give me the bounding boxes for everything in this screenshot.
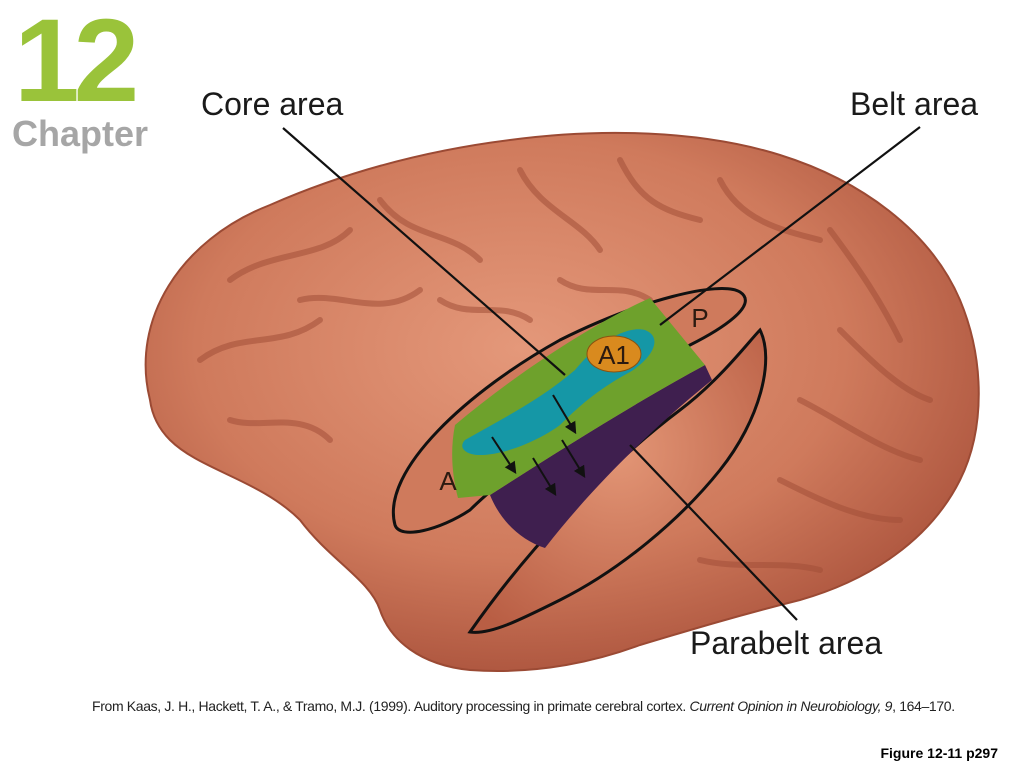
anterior-label: A [439, 466, 457, 496]
core-leader-line [282, 127, 566, 376]
core-area-label: Core area [201, 86, 344, 122]
parabelt-area-label: Parabelt area [690, 625, 883, 661]
chapter-label: Chapter [12, 113, 149, 154]
figure-reference: Figure 12-11 p297 [880, 745, 998, 761]
parabelt-region [490, 365, 712, 548]
a1-region [586, 335, 642, 373]
arrow-1 [552, 394, 577, 435]
parabelt-leader-line [629, 444, 798, 621]
a1-label: A1 [598, 340, 630, 370]
citation-journal: Current Opinion in Neurobiology, 9 [689, 698, 893, 714]
processing-arrows [491, 394, 586, 497]
brain-folds [197, 157, 933, 573]
citation: From Kaas, J. H., Hackett, T. A., & Tram… [92, 697, 955, 715]
chapter-number: 12 [14, 0, 139, 127]
arrow-4 [561, 439, 586, 479]
belt-leader-line [659, 126, 921, 326]
arrow-2 [491, 436, 517, 475]
citation-pages: , 164–170. [892, 698, 955, 714]
arrow-3 [532, 457, 557, 497]
leader-lines [282, 126, 921, 621]
brain-diagram: A1 A P [144, 126, 980, 672]
citation-text: From Kaas, J. H., Hackett, T. A., & Tram… [92, 698, 690, 714]
posterior-label: P [691, 303, 708, 333]
belt-area-label: Belt area [850, 86, 979, 122]
